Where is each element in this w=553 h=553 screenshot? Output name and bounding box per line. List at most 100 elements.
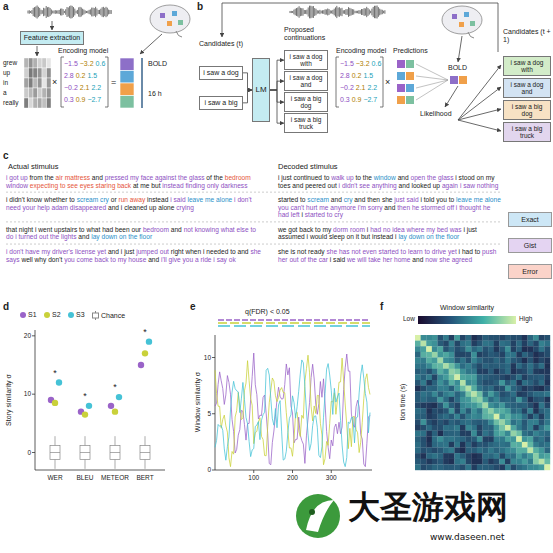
stimulus-word: didn't	[9, 196, 25, 203]
stimulus-word: whether	[44, 196, 67, 203]
heatmap-cell	[505, 414, 511, 420]
heatmap-cell	[477, 431, 483, 437]
waveform-stroke	[95, 7, 96, 17]
heatmap-cell	[533, 403, 539, 409]
waveform-stroke	[29, 10, 30, 13]
stimulus-word: and	[92, 174, 103, 181]
waveform-stroke	[382, 10, 383, 14]
stimulus-word: had	[278, 211, 289, 218]
stimulus-word: where	[406, 226, 424, 233]
heatmap-cell	[499, 335, 505, 341]
heatmap-cell	[438, 453, 444, 459]
heatmap-cell	[471, 436, 477, 442]
heatmap-cell	[511, 335, 517, 341]
heatmap-cell	[426, 419, 432, 425]
stimulus-word: turned	[19, 233, 38, 240]
heatmap-cell	[471, 464, 477, 470]
heatmap-cell	[499, 459, 505, 465]
heatmap-cell	[522, 335, 528, 341]
feature-cell	[38, 98, 43, 108]
heatmap-cell	[494, 459, 500, 465]
heatmap-cell	[426, 380, 432, 386]
stimulus-word: i	[307, 233, 308, 240]
heatmap-cell	[443, 369, 449, 375]
stimulus-word: i	[420, 196, 421, 203]
legend-text: Gist	[524, 242, 536, 249]
heatmap-cell	[511, 403, 517, 409]
heatmap-cell	[499, 425, 505, 431]
heatmap-cell	[511, 397, 517, 403]
waveform-stroke	[100, 9, 101, 16]
heatmap-cell	[432, 442, 438, 448]
feature-cell	[24, 58, 29, 68]
waveform-stroke	[55, 10, 56, 14]
heatmap-cell	[483, 431, 489, 437]
category-label: METEOR	[101, 474, 129, 481]
heatmap-cell	[505, 335, 511, 341]
stimulus-word: ready	[308, 248, 325, 255]
heatmap-cell	[533, 414, 539, 420]
heatmap-cell	[449, 346, 455, 352]
stimulus-word: was	[450, 226, 462, 233]
waveform-stroke	[316, 9, 317, 15]
heatmap-cell	[483, 453, 489, 459]
heatmap-cell	[466, 425, 472, 431]
continuation-box: i saw a big dog	[284, 92, 328, 112]
stimulus-word: just	[467, 226, 477, 233]
stimulus-word: you	[182, 256, 193, 263]
matrix-row: 0.3 0.9 −2.7	[64, 96, 101, 104]
heatmap-cell	[528, 397, 534, 403]
waveform-stroke	[108, 10, 109, 15]
heatmap-cell	[421, 453, 427, 459]
heatmap-cell	[511, 346, 517, 352]
heatmap-cell	[499, 386, 505, 392]
heatmap-cell	[499, 436, 505, 442]
word-token: really	[3, 99, 19, 106]
continuation-box: i saw a dog with	[284, 50, 328, 70]
flow-arrow	[140, 34, 162, 54]
heatmap-cell	[443, 346, 449, 352]
tick-mark	[212, 470, 215, 471]
heatmap-cell	[516, 459, 522, 465]
waveform-stroke	[94, 8, 95, 16]
node-text: i saw a big dog	[287, 95, 325, 109]
heatmap-cell	[421, 380, 427, 386]
legend-swatch: Exact	[508, 212, 552, 227]
heatmap-cell	[533, 386, 539, 392]
bold-block	[120, 96, 134, 109]
tick-mark	[32, 394, 35, 395]
heatmap-cell	[488, 335, 494, 341]
matrix-value: 0.3	[64, 96, 74, 103]
node-text: i saw a dog with	[287, 53, 325, 67]
stimulus-word: down	[409, 233, 425, 240]
heatmap-cell	[522, 431, 528, 437]
stimulus-word: you	[278, 204, 289, 211]
waveform-stroke	[322, 10, 323, 13]
matrix-value: 2.2	[91, 84, 101, 91]
stimulus-word: i	[170, 196, 171, 203]
significance-mark: *	[113, 382, 117, 392]
heatmap-cell	[415, 346, 421, 352]
waveform-stroke	[340, 8, 341, 15]
likelihood-arrow	[458, 65, 501, 120]
heatmap-cell	[454, 436, 460, 442]
heatmap-cell	[539, 391, 545, 397]
tick-mark	[32, 452, 35, 453]
waveform-stroke	[76, 11, 77, 14]
candidate-box: i saw a big truck	[503, 122, 551, 142]
stimulus-word: at	[133, 182, 139, 189]
heatmap-cell	[539, 397, 545, 403]
stimulus-word: to	[315, 226, 321, 233]
brain-voxel	[167, 21, 172, 26]
comparison-line	[416, 76, 448, 80]
stimulus-word: bed	[437, 226, 448, 233]
stimulus-word: has	[339, 248, 350, 255]
heatmap-cell	[454, 358, 460, 364]
heatmap-cell	[539, 448, 545, 454]
heatmap-cell	[432, 397, 438, 403]
stimulus-word: back	[95, 256, 109, 263]
heatmap-cell	[421, 363, 427, 369]
word-token: up	[3, 69, 10, 76]
heatmap-cell	[488, 346, 494, 352]
heatmap-cell	[438, 341, 444, 347]
